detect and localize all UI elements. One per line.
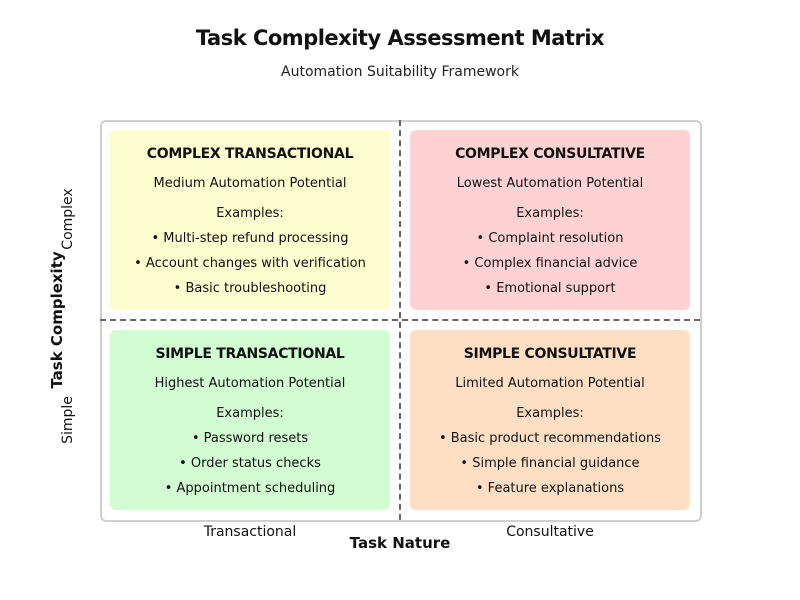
quadrant-name: SIMPLE TRANSACTIONAL [155, 346, 345, 362]
quadrant-name: COMPLEX CONSULTATIVE [455, 146, 645, 162]
quadrant-name: SIMPLE CONSULTATIVE [463, 346, 637, 362]
quadrant-potential: Highest Automation Potential [154, 376, 346, 391]
quadrant-complex-transactional: COMPLEX TRANSACTIONAL Medium Automation … [110, 130, 390, 310]
quadrant-potential: Medium Automation Potential [153, 176, 347, 191]
quadrant-potential: Lowest Automation Potential [456, 176, 644, 191]
matrix-frame [100, 120, 702, 522]
example-item: • Complaint resolution [476, 231, 624, 246]
diagram-title: Task Complexity Assessment Matrix [195, 26, 605, 50]
diagram-subtitle: Automation Suitability Framework [281, 64, 519, 80]
example-item: • Account changes with verification [134, 256, 366, 271]
x-axis-title: Task Nature [349, 534, 451, 552]
example-item: • Order status checks [179, 456, 321, 471]
example-item: • Feature explanations [475, 481, 625, 496]
example-item: • Basic troubleshooting [173, 281, 327, 296]
example-item: • Multi-step refund processing [151, 231, 349, 246]
y-axis-label-complex: Complex [60, 188, 76, 250]
examples-label: Examples: [516, 206, 584, 221]
example-item: • Complex financial advice [462, 256, 638, 271]
example-item: • Simple financial guidance [460, 456, 640, 471]
x-axis-label-consultative: Consultative [506, 524, 594, 540]
x-axis-label-transactional: Transactional [203, 524, 297, 540]
examples-label: Examples: [216, 406, 284, 421]
example-item: • Basic product recommendations [438, 431, 662, 446]
y-axis-title: Task Complexity [48, 251, 66, 389]
quadrant-simple-transactional: SIMPLE TRANSACTIONAL Highest Automation … [110, 330, 390, 510]
horizontal-divider [100, 319, 700, 321]
examples-label: Examples: [516, 406, 584, 421]
example-item: • Password resets [191, 431, 309, 446]
example-item: • Emotional support [484, 281, 616, 296]
example-item: • Appointment scheduling [164, 481, 336, 496]
y-axis-label-simple: Simple [60, 396, 76, 444]
quadrant-potential: Limited Automation Potential [455, 376, 645, 391]
quadrant-name: COMPLEX TRANSACTIONAL [146, 146, 354, 162]
quadrant-complex-consultative: COMPLEX CONSULTATIVE Lowest Automation P… [410, 130, 690, 310]
quadrant-simple-consultative: SIMPLE CONSULTATIVE Limited Automation P… [410, 330, 690, 510]
examples-label: Examples: [216, 206, 284, 221]
